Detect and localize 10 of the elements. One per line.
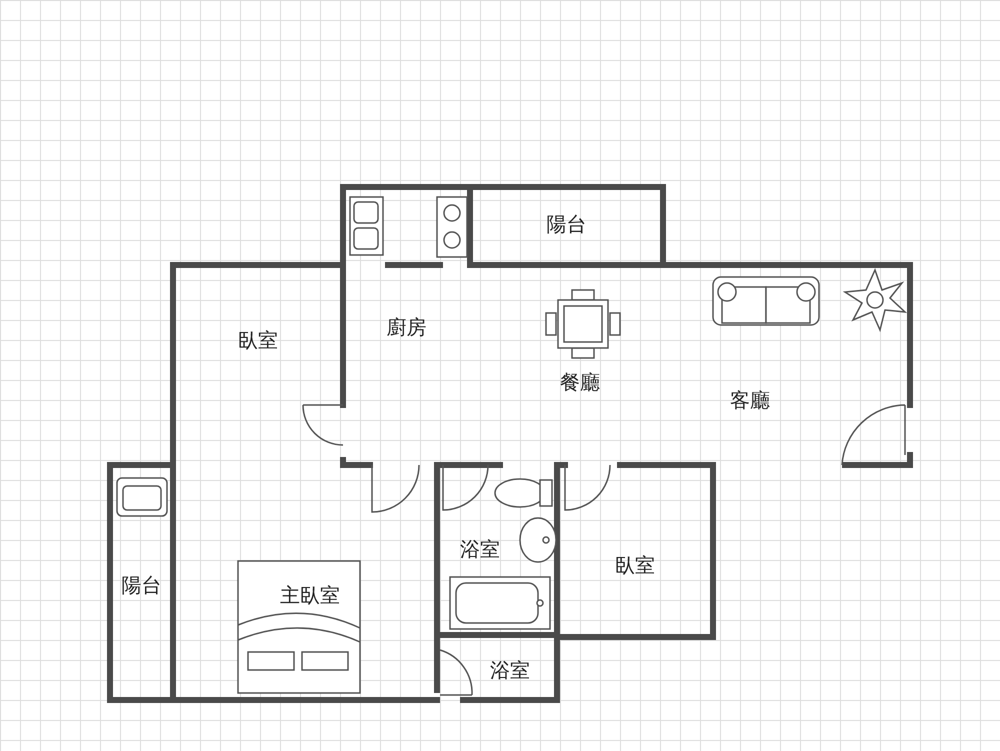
room-name: 餐廳 [560,368,600,396]
room-name: 陽台 [122,572,162,598]
room-name: 客廳 [730,386,770,414]
room-name: 主臥室 [280,582,340,608]
room-name: 浴室 [490,656,530,684]
room-name: 臥室 [615,552,655,578]
room-name: 廚房 [386,314,426,341]
room-name: 浴室 [460,536,500,562]
room-name: 陽台 [546,211,586,238]
room-name: 臥室 [238,326,278,354]
